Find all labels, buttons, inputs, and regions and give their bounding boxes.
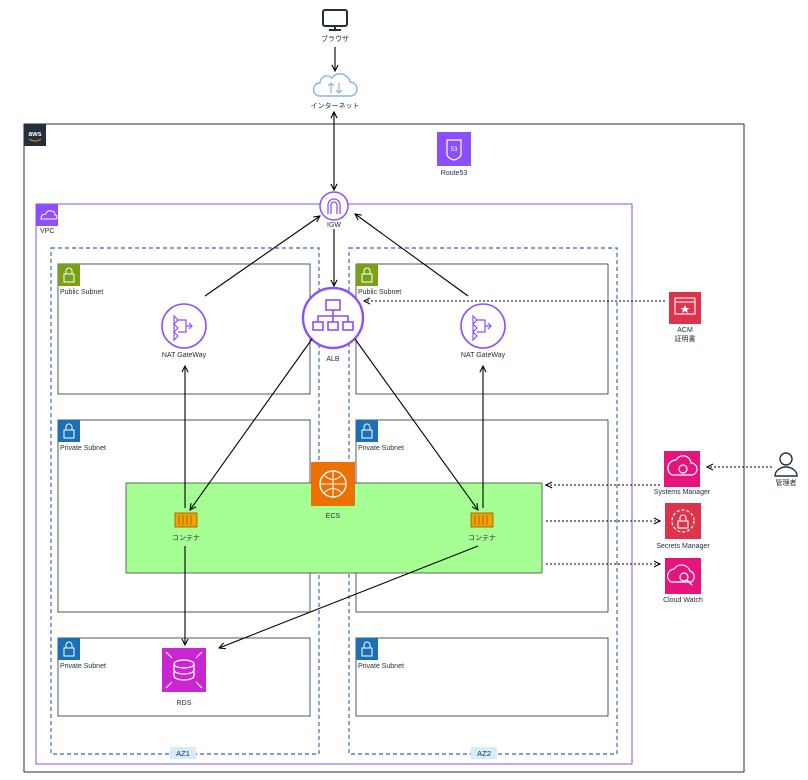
ecs-node: ECS [311, 462, 355, 520]
vpc-label: VPC [40, 228, 54, 235]
systems-manager-node: Systems Manager [654, 451, 711, 496]
vpc-icon [36, 204, 58, 226]
acm-label-sub: 証明書 [675, 334, 696, 343]
alb-to-container-left-arrow [190, 338, 313, 510]
internet-label: インターネット [311, 101, 360, 110]
az2-label: AZ2 [477, 749, 491, 758]
container-icon [470, 512, 494, 528]
browser-label: ブラウザ [321, 34, 349, 43]
nat-gateway-icon [161, 303, 207, 349]
rds-label: RDS [177, 700, 192, 707]
aws-cloud-group: aws [23, 123, 745, 773]
browser-node: ブラウザ [321, 9, 349, 43]
alb-node: ALB [301, 286, 365, 363]
lock-icon [58, 638, 80, 660]
container-label: コンテナ [172, 534, 200, 542]
systems-manager-icon [664, 451, 700, 487]
acm-label: ACM [677, 327, 693, 334]
nat-gateway-label: NAT GateWay [461, 352, 506, 359]
private-subnet-label: Private Subnet [358, 663, 404, 670]
rds-node: RDS [162, 648, 206, 707]
route53-label: Route53 [441, 170, 468, 177]
dotted-connections [364, 301, 772, 564]
nat-left-to-igw-arrow [204, 216, 320, 297]
acm-node: ACM 証明書 [669, 292, 701, 343]
lock-icon [356, 420, 378, 442]
aws-logo-icon [24, 124, 46, 146]
container-left: コンテナ [172, 512, 200, 542]
route53-node: 53 Route53 [437, 132, 471, 177]
user-icon [774, 452, 798, 477]
az1-label: AZ1 [176, 749, 190, 758]
public-subnet-label: Public Subnet [60, 289, 103, 296]
ecs-label: ECS [326, 513, 341, 520]
nat-right-to-igw-arrow [355, 214, 469, 297]
secrets-manager-node: Secrets Manager [656, 503, 710, 550]
cloud-watch-label: Cloud Watch [663, 597, 703, 604]
container-label: コンテナ [468, 534, 496, 542]
gateway-icon [319, 191, 349, 221]
private-subnet-label: Private Subnet [358, 445, 404, 452]
alb-label: ALB [326, 356, 340, 363]
container-icon [174, 512, 198, 528]
admin-node: 管理者 [774, 452, 798, 487]
public-subnet-label: Public Subnet [358, 289, 401, 296]
svg-text:aws: aws [28, 131, 41, 138]
alb-to-container-right-arrow [354, 338, 478, 510]
container-right: コンテナ [468, 512, 496, 542]
svg-text:53: 53 [451, 147, 458, 153]
nat-gateway-right: NAT GateWay [460, 303, 506, 359]
lock-icon [356, 264, 378, 286]
admin-label: 管理者 [776, 478, 797, 487]
lock-icon [356, 638, 378, 660]
cloud-icon [312, 73, 358, 97]
igw-label: IGW [327, 222, 341, 229]
monitor-icon [322, 9, 348, 31]
systems-manager-label: Systems Manager [654, 489, 711, 496]
lock-icon [58, 264, 80, 286]
nat-gateway-icon [460, 303, 506, 349]
private-subnet-label: Private Subnet [60, 663, 106, 670]
private-subnet-4: Private Subnet [355, 637, 609, 717]
nat-gateway-left: NAT GateWay [161, 303, 207, 359]
igw-node: IGW [319, 191, 349, 229]
private-subnet-label: Private Subnet [60, 445, 106, 452]
nat-gateway-label: NAT GateWay [162, 352, 207, 359]
secrets-manager-label: Secrets Manager [656, 543, 710, 550]
connections [185, 47, 483, 648]
internet-node: インターネット [311, 73, 360, 110]
lock-icon [58, 420, 80, 442]
cloud-watch-icon [665, 558, 701, 594]
container-right-to-rds-arrow [219, 545, 479, 648]
cloud-watch-node: Cloud Watch [663, 558, 703, 604]
